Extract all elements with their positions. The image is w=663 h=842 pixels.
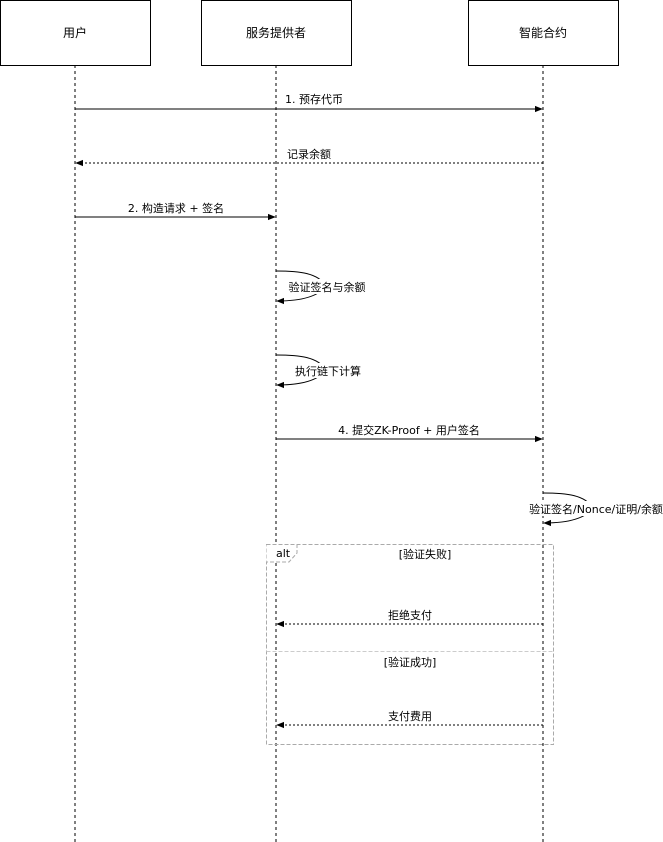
self-message-offchain-compute[interactable]: 执行链下计算 (275, 354, 363, 389)
participant-label: 智能合约 (519, 25, 567, 40)
fragment-condition-fail: [验证失败] (399, 547, 452, 561)
message-record-balance[interactable]: 记录余额 (75, 147, 543, 167)
self-message-contract-verify[interactable]: 验证签名/Nonce/证明/余额 (529, 492, 663, 527)
fragment-kind: alt (276, 547, 291, 560)
message-label: 1. 预存代币 (285, 92, 343, 106)
message-label: 验证签名/Nonce/证明/余额 (529, 502, 663, 516)
message-label: 拒绝支付 (388, 608, 432, 622)
message-submit-proof[interactable]: 4. 提交ZK-Proof + 用户签名 (276, 423, 543, 443)
message-label: 支付费用 (388, 710, 432, 723)
message-build-request[interactable]: 2. 构造请求 + 签名 (75, 201, 276, 221)
participant-contract[interactable]: 智能合约 (468, 0, 619, 66)
message-label: 2. 构造请求 + 签名 (128, 201, 224, 215)
message-reject-payment[interactable]: 拒绝支付 (276, 608, 543, 628)
alt-fragment: alt [验证失败] [验证成功] (266, 544, 554, 745)
message-deposit[interactable]: 1. 预存代币 (75, 92, 543, 113)
message-label: 4. 提交ZK-Proof + 用户签名 (338, 423, 480, 437)
participant-provider[interactable]: 服务提供者 (201, 0, 352, 66)
message-label: 验证签名与余额 (289, 280, 366, 294)
message-label: 执行链下计算 (295, 364, 361, 378)
message-label: 记录余额 (287, 147, 331, 161)
participant-user[interactable]: 用户 (0, 0, 151, 66)
fragment-condition-success: [验证成功] (384, 655, 437, 669)
self-message-verify-signature[interactable]: 验证签名与余额 (275, 270, 367, 305)
message-pay-fee[interactable]: 支付费用 (276, 710, 543, 729)
participant-label: 用户 (63, 25, 87, 40)
participant-label: 服务提供者 (246, 25, 306, 40)
